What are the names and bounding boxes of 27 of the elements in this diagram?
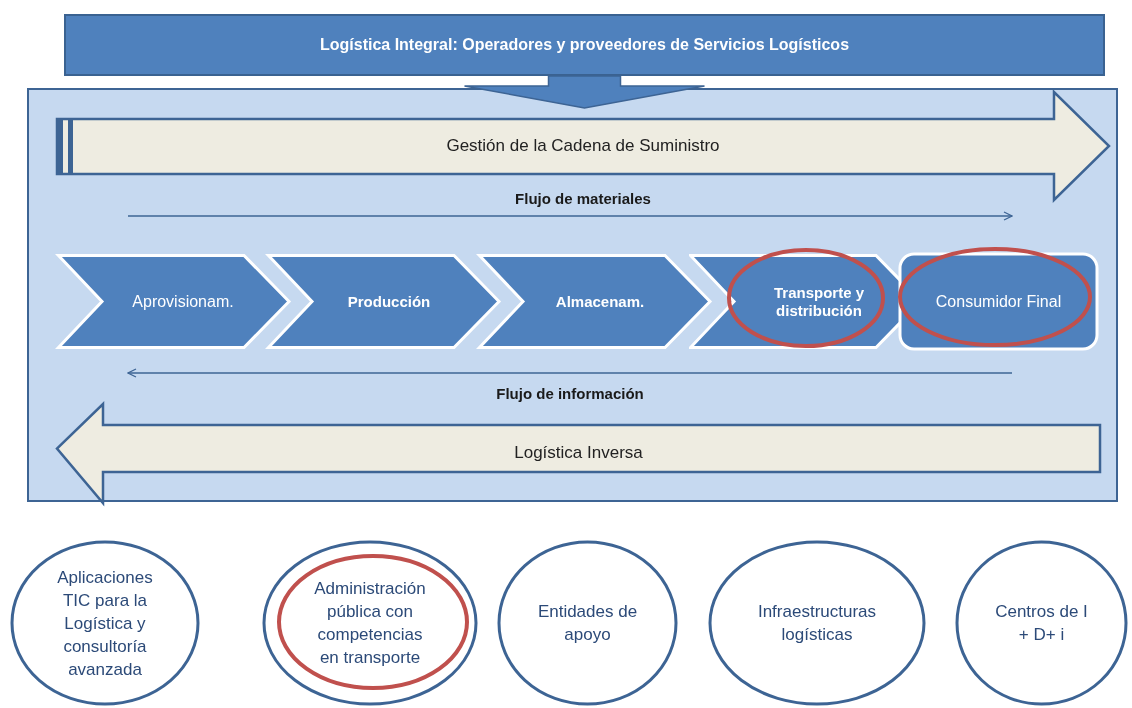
ellipse-node	[262, 540, 478, 706]
chevron-step	[689, 254, 899, 349]
step-label: Almacenam.	[555, 292, 645, 311]
step-label: Producción	[347, 292, 431, 311]
block-arrow	[463, 75, 706, 109]
left-block-arrow	[57, 402, 1100, 505]
ellipse-node	[497, 540, 678, 706]
flow-label: Flujo de información	[496, 384, 644, 402]
chevron-step	[267, 254, 499, 349]
ellipse-node	[708, 540, 926, 706]
chevron-step	[478, 254, 710, 349]
arrow-label: Gestión de la Cadena de Suministro	[446, 135, 720, 157]
ellipse-node	[955, 540, 1128, 706]
ellipse-node	[10, 540, 200, 706]
arrow-label: Logística Inversa	[514, 443, 643, 464]
step-label: Consumidor Final	[935, 291, 1062, 312]
ellipse-label: Centros de I + D+ i	[994, 601, 1089, 646]
chevron-step	[57, 254, 289, 349]
banner-title: Logística Integral: Operadores y proveedores de Servicios Logísticos	[319, 35, 850, 55]
step-label: Transporte y distribución	[773, 283, 865, 320]
ellipse-label: Aplicaciones TIC para la Logística y consultoría avanzada	[56, 566, 154, 681]
title-banner	[64, 14, 1105, 76]
step-label: Aprovisionam.	[132, 291, 234, 312]
ellipse-label: Administración pública con competencias en transporte	[313, 578, 427, 669]
flow-label: Flujo de materiales	[515, 189, 651, 207]
ellipse-label: Entidades de apoyo	[536, 601, 639, 646]
ellipse-label: Infraestructuras logísticas	[756, 601, 878, 646]
